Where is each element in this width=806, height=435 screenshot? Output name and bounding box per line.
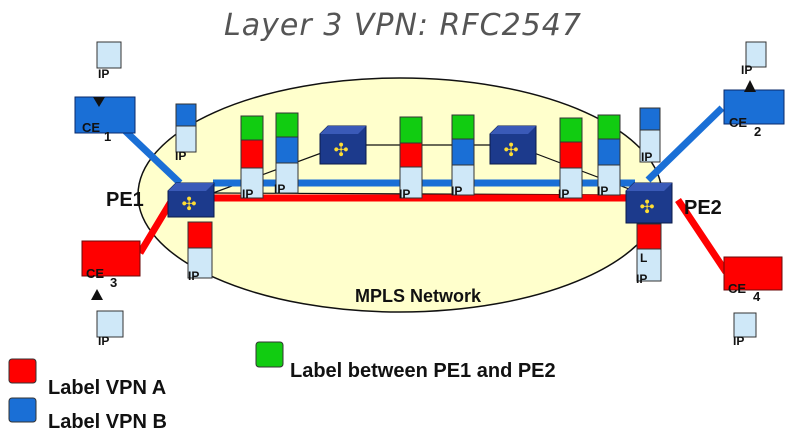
legend-pe-label-swatch <box>255 341 284 368</box>
legend-vpn-a-label: Label VPN A <box>48 377 166 399</box>
svg-text:IP: IP <box>733 334 744 348</box>
svg-text:IP: IP <box>242 187 253 201</box>
ce2-subscript: 2 <box>754 124 761 139</box>
svg-text:✣: ✣ <box>181 194 196 215</box>
svg-text:IP: IP <box>641 150 652 164</box>
svg-text:IP: IP <box>98 334 109 348</box>
legend-pe-label-label: Label between PE1 and PE2 <box>290 360 556 382</box>
svg-text:IP: IP <box>558 187 569 201</box>
svg-text:IP: IP <box>597 184 608 198</box>
router-pe1: ✣ <box>167 182 215 218</box>
arrow-up-icon <box>91 289 103 300</box>
legend-vpn-a-swatch <box>8 358 37 384</box>
ce2-pe2-link <box>645 105 725 183</box>
stack-6: IP <box>597 114 621 198</box>
svg-text:IP: IP <box>451 184 462 198</box>
stack-5: IP <box>558 117 583 201</box>
legend-vpn-b-swatch <box>8 397 37 423</box>
pe2-label: PE2 <box>684 197 722 219</box>
svg-text:L: L <box>640 251 647 265</box>
legend: Label VPN A Label VPN B Label between PE… <box>8 341 556 433</box>
stack-2: IP <box>274 112 299 196</box>
ce1-subscript: 1 <box>104 129 111 144</box>
ce3-box: CE 3 <box>81 240 141 290</box>
svg-text:IP: IP <box>188 269 199 283</box>
packet-ce3: IP <box>91 289 124 348</box>
svg-text:IP: IP <box>175 149 186 163</box>
stack-1: IP <box>240 115 264 201</box>
stack-pe1-ingress-a: IP <box>187 221 213 283</box>
mpls-network-label: MPLS Network <box>355 286 482 306</box>
stack-4: IP <box>451 114 475 198</box>
svg-text:✣: ✣ <box>503 140 518 161</box>
packet-ce2: IP <box>741 41 767 92</box>
svg-text:✣: ✣ <box>333 140 348 161</box>
ce4-subscript: 4 <box>753 289 761 304</box>
pe1-label: PE1 <box>106 189 144 211</box>
stack-pe1-ingress-b: IP <box>175 103 197 163</box>
packet-ce4: IP <box>733 312 757 348</box>
ce3-label: CE <box>86 266 104 281</box>
ce4-box: CE 4 <box>723 256 783 304</box>
arrow-down-icon <box>93 97 105 107</box>
ce4-label: CE <box>728 281 746 296</box>
stack-3: IP <box>399 116 423 201</box>
svg-text:IP: IP <box>98 67 109 81</box>
ce3-subscript: 3 <box>110 275 117 290</box>
ce2-box: CE 2 <box>723 89 785 139</box>
router-core-1: ✣ <box>319 125 367 165</box>
legend-vpn-b-label: Label VPN B <box>48 411 167 433</box>
svg-text:✣: ✣ <box>639 197 654 218</box>
ce2-label: CE <box>729 115 747 130</box>
stack-pe2-egress-a: L IP <box>636 223 662 286</box>
svg-text:IP: IP <box>636 272 647 286</box>
ce1-label: CE <box>82 120 100 135</box>
ce1-box: CE 1 <box>74 96 136 144</box>
router-pe2: ✣ <box>625 182 673 224</box>
arrow-up-icon <box>744 80 756 92</box>
svg-text:IP: IP <box>274 182 285 196</box>
ce4-pe2-link <box>675 198 729 274</box>
packet-ce1: IP <box>93 41 122 107</box>
svg-text:IP: IP <box>741 63 752 77</box>
stack-pe2-egress-b: IP <box>639 107 661 164</box>
ce1-pe1-link <box>117 123 183 186</box>
router-core-2: ✣ <box>489 125 537 165</box>
svg-text:IP: IP <box>399 187 410 201</box>
diagram-title: Layer 3 VPN: RFC2547 <box>224 8 582 43</box>
